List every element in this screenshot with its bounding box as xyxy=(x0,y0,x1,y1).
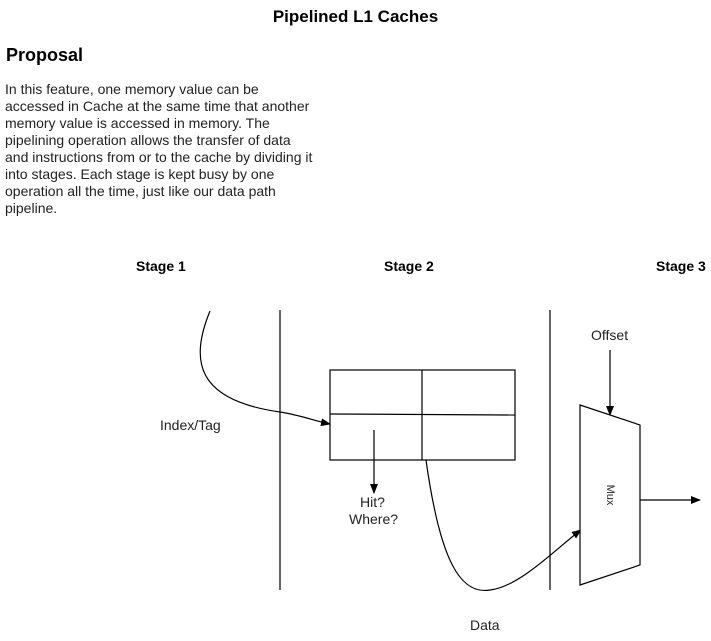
intro-line: pipeline. xyxy=(5,200,58,216)
intro-line: operation all the time, just like our da… xyxy=(5,183,276,199)
data-arrow xyxy=(425,459,582,592)
page-title: Pipelined L1 Caches xyxy=(272,7,439,26)
stage-1-label: Stage 1 xyxy=(136,258,186,274)
stage-2-label: Stage 2 xyxy=(384,258,434,274)
stage-3-label: Stage 3 xyxy=(656,258,706,274)
intro-paragraph: In this feature, one memory value can be… xyxy=(5,81,325,217)
hit-label: Hit? xyxy=(360,494,385,510)
mux-label: Mux xyxy=(604,485,616,506)
intro-line: memory value is accessed in memory. The xyxy=(5,115,270,131)
index-tag-arrow xyxy=(199,310,331,427)
offset-label: Offset xyxy=(591,327,629,343)
intro-line: pipelining operation allows the transfer… xyxy=(5,132,291,148)
index-tag-label: Index/Tag xyxy=(160,417,221,433)
intro-line: In this feature, one memory value can be xyxy=(5,81,259,97)
data-label: Data xyxy=(470,617,500,633)
cache-table xyxy=(329,369,516,461)
where-label: Where? xyxy=(349,511,399,527)
intro-line: into stages. Each stage is kept busy by … xyxy=(5,166,275,182)
intro-line: and instructions from or to the cache by… xyxy=(5,149,313,165)
section-heading-proposal: Proposal xyxy=(6,45,84,65)
intro-line: accessed in Cache at the same time that … xyxy=(5,98,310,114)
mux-shape xyxy=(579,404,641,586)
